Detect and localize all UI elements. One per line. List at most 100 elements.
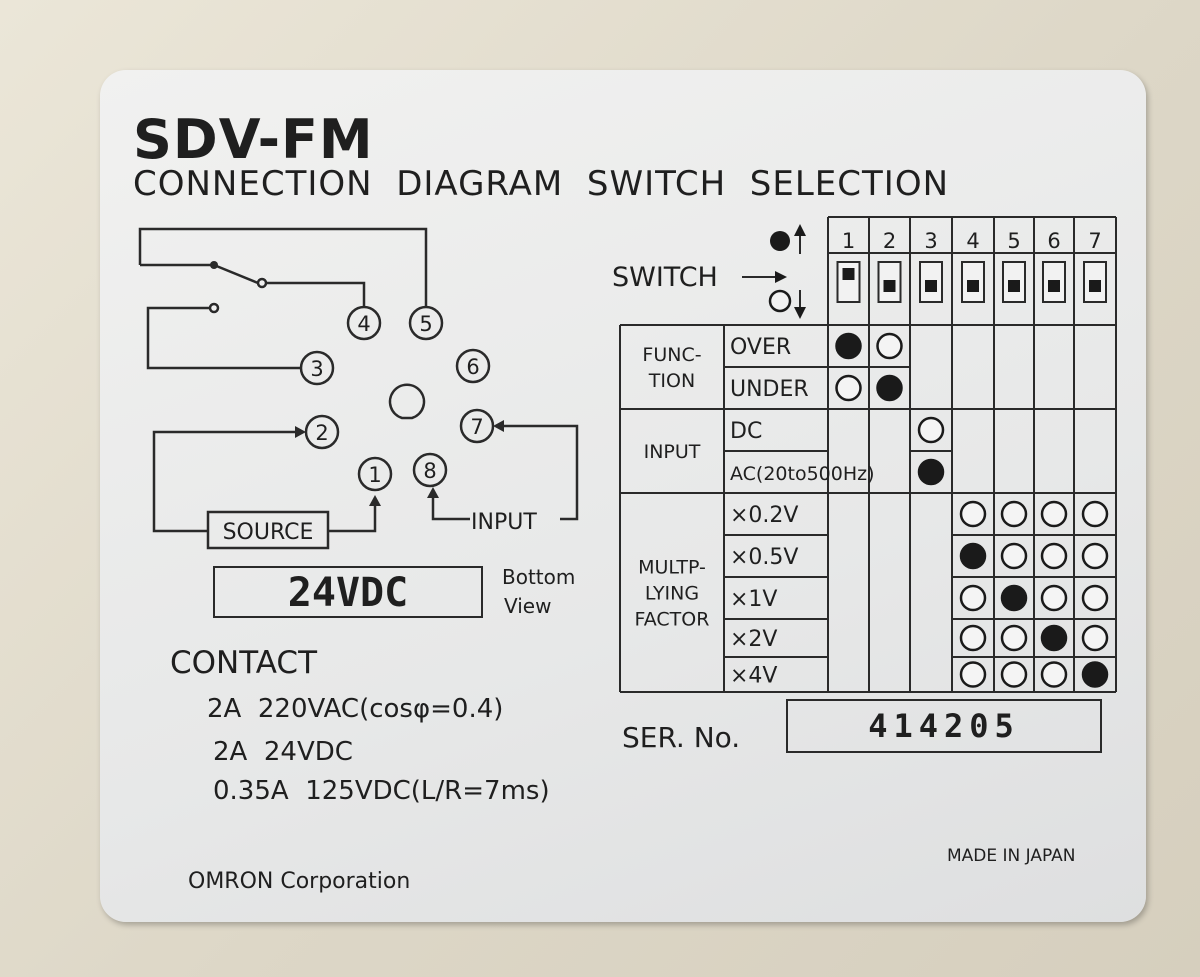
terminal-8: 8 bbox=[423, 459, 436, 483]
switch-mark-5-6 bbox=[1040, 542, 1068, 570]
switch-mark-4-5 bbox=[1000, 500, 1028, 528]
switch-mark-7-4 bbox=[959, 624, 987, 652]
wire-contact-to-4 bbox=[262, 281, 366, 306]
dip-switch-knob-3 bbox=[925, 280, 937, 292]
arrow-to-2 bbox=[295, 426, 306, 438]
switch-label: SWITCH bbox=[612, 262, 718, 293]
label-subtitle: CONNECTION DIAGRAM SWITCH SELECTION bbox=[133, 164, 950, 204]
bottom-view-line1: Bottom bbox=[502, 565, 576, 589]
on-legend-dot bbox=[770, 231, 790, 251]
switch-mark-4-7 bbox=[1081, 500, 1109, 528]
row-label-7: ×2V bbox=[730, 627, 777, 652]
switch-mark-4-6 bbox=[1040, 500, 1068, 528]
switch-mark-4-4 bbox=[959, 500, 987, 528]
switch-mark-3-3 bbox=[917, 458, 945, 486]
switch-mark-7-6 bbox=[1040, 624, 1068, 652]
row-label-8: ×4V bbox=[730, 664, 777, 689]
row-label-2: DC bbox=[730, 419, 762, 444]
wire-source-to-1 bbox=[328, 503, 377, 533]
switch-mark-5-7 bbox=[1081, 542, 1109, 570]
supply-voltage-box: 24VDC bbox=[213, 566, 483, 618]
switch-number-1: 1 bbox=[842, 229, 855, 253]
dip-switch-knob-1 bbox=[842, 268, 855, 280]
contact-title: CONTACT bbox=[170, 645, 318, 681]
terminal-5-ring bbox=[408, 305, 444, 341]
terminal-6-ring bbox=[455, 348, 491, 384]
wire-contact-to-3 bbox=[146, 306, 300, 370]
row-label-6: ×1V bbox=[730, 587, 777, 612]
switch-mark-8-5 bbox=[1000, 661, 1028, 688]
source-box bbox=[206, 510, 330, 550]
group-label-2-1: LYING bbox=[645, 583, 699, 605]
group-label-1-0: INPUT bbox=[644, 441, 701, 463]
group-label-0-0: FUNC- bbox=[642, 344, 701, 366]
row-label-3: AC(20to500Hz) bbox=[730, 463, 875, 485]
arrow-to-8 bbox=[427, 487, 439, 498]
switch-number-6: 6 bbox=[1047, 229, 1060, 253]
model-name: SDV-FM bbox=[133, 108, 374, 171]
switch-mark-8-4 bbox=[959, 661, 987, 688]
switch-mark-1-1 bbox=[835, 374, 862, 402]
contact-arm bbox=[213, 263, 259, 285]
contact-rating-2: 2A 24VDC bbox=[213, 737, 353, 767]
terminal-4-ring bbox=[346, 305, 382, 341]
terminal-1-ring bbox=[357, 456, 393, 492]
terminal-7-ring bbox=[459, 408, 495, 444]
row-label-1: UNDER bbox=[730, 377, 809, 402]
switch-mark-6-5 bbox=[1000, 584, 1028, 612]
group-label-2-2: FACTOR bbox=[635, 609, 710, 631]
contact-pivot bbox=[210, 261, 218, 269]
terminal-2-ring bbox=[304, 414, 340, 450]
row-label-4: ×0.2V bbox=[730, 503, 798, 528]
serial-number: 414205 bbox=[786, 699, 1102, 753]
bottom-view-line2: View bbox=[504, 594, 552, 618]
up-arrow-head bbox=[794, 224, 806, 236]
dip-switch-knob-7 bbox=[1089, 280, 1101, 292]
terminal-5: 5 bbox=[419, 312, 432, 336]
dip-switch-knob-6 bbox=[1048, 280, 1060, 292]
terminal-3-ring bbox=[299, 350, 335, 386]
wire-input-to-7 bbox=[504, 424, 579, 521]
terminal-6: 6 bbox=[466, 355, 479, 379]
switch-mark-2-3 bbox=[917, 416, 945, 444]
wire-source-to-2 bbox=[152, 430, 295, 533]
row-label-5: ×0.5V bbox=[730, 545, 798, 570]
switch-number-3: 3 bbox=[924, 229, 937, 253]
wire-input-to-8 bbox=[431, 495, 470, 521]
wire-common-to-5 bbox=[138, 227, 428, 306]
terminal-8-ring bbox=[412, 452, 448, 488]
manufacturer: OMRON Corporation bbox=[188, 869, 411, 894]
switch-number-2: 2 bbox=[883, 229, 896, 253]
input-label: INPUT bbox=[471, 510, 537, 535]
country-of-origin: MADE IN JAPAN bbox=[947, 846, 1076, 866]
arrow-to-7 bbox=[493, 420, 504, 432]
contact-rating-3: 0.35A 125VDC(L/R=7ms) bbox=[213, 776, 550, 806]
product-label bbox=[100, 70, 1146, 922]
switch-mark-6-6 bbox=[1040, 584, 1068, 612]
switch-mark-6-4 bbox=[959, 584, 987, 612]
switch-number-7: 7 bbox=[1088, 229, 1101, 253]
switch-number-5: 5 bbox=[1007, 229, 1020, 253]
terminal-2: 2 bbox=[315, 421, 328, 445]
switch-mark-5-4 bbox=[959, 542, 987, 570]
switch-number-4: 4 bbox=[966, 229, 979, 253]
switch-mark-0-2 bbox=[876, 332, 903, 360]
dip-switch-knob-5 bbox=[1008, 280, 1020, 292]
switch-mark-8-7 bbox=[1081, 661, 1109, 688]
dip-switch-knob-2 bbox=[883, 280, 896, 292]
group-label-0-1: TION bbox=[648, 370, 695, 392]
serial-label: SER. No. bbox=[622, 721, 741, 754]
switch-mark-0-1 bbox=[835, 332, 862, 360]
bottom-view-note: Bottom View bbox=[502, 563, 575, 621]
off-legend-dot bbox=[768, 289, 792, 313]
group-label-2-0: MULTP- bbox=[638, 557, 706, 579]
terminal-3: 3 bbox=[310, 357, 323, 381]
switch-mark-8-6 bbox=[1040, 661, 1068, 688]
contact-nc-point bbox=[256, 277, 268, 289]
socket-key bbox=[388, 383, 426, 420]
terminal-1: 1 bbox=[368, 463, 381, 487]
dip-switch-knob-4 bbox=[967, 280, 979, 292]
switch-mark-6-7 bbox=[1081, 584, 1109, 612]
